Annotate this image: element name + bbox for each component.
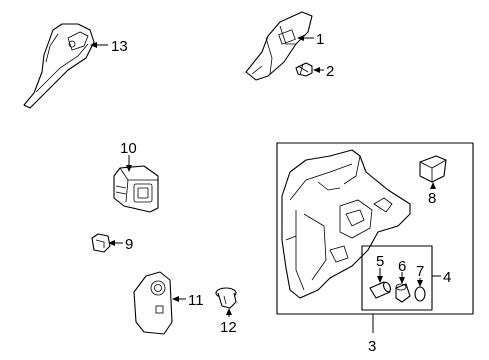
part-5-plug [369,281,391,299]
part-6-cap [395,283,411,303]
part-12-push-clip [215,287,237,309]
callout-13: 13 [111,38,128,55]
subassembly-4-frame [361,245,433,311]
callout-5: 5 [376,253,384,270]
callout-12: 12 [220,319,237,336]
callout-9: 9 [125,236,133,253]
callout-4: 4 [443,269,451,286]
part-1-pillar-trim [245,11,313,81]
callout-10: 10 [120,140,137,157]
part-3-quarter-trim [281,149,411,299]
callout-2: 2 [326,63,334,80]
callout-6: 6 [398,258,406,275]
callout-7: 7 [416,263,424,280]
assembly-3-frame [276,142,474,315]
part-2-screw [295,62,313,77]
part-8-bracket [419,155,447,183]
part-7-pad [414,286,426,302]
part-9-clip [91,233,111,253]
part-13-trim-panel [23,23,95,109]
part-11-trim-cover [133,271,173,335]
callout-11: 11 [188,292,204,309]
callout-8: 8 [428,190,436,207]
callout-1: 1 [316,31,324,48]
part-10-switch [113,165,159,213]
callout-3: 3 [368,338,376,355]
